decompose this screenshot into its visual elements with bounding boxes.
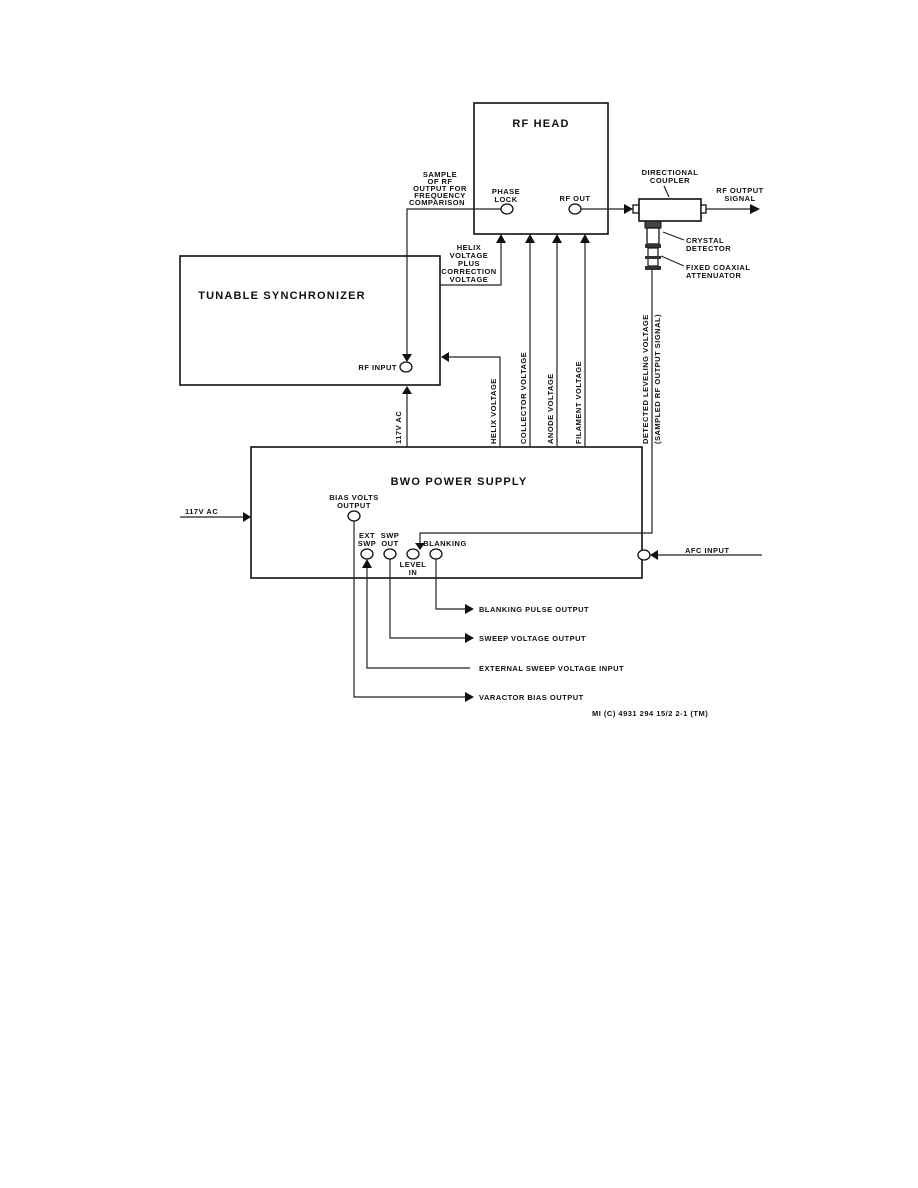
svg-text:COUPLER: COUPLER — [650, 176, 690, 185]
blanking-label: BLANKING — [423, 539, 467, 548]
svg-text:CRYSTAL: CRYSTAL — [686, 236, 724, 245]
rf-out-label: RF OUT — [560, 194, 591, 203]
svg-text:FILAMENT VOLTAGE: FILAMENT VOLTAGE — [574, 361, 583, 444]
rf-head-block: RF HEAD PHASE LOCK RF OUT — [473, 102, 609, 235]
svg-text:DIRECTIONAL: DIRECTIONAL — [642, 168, 699, 177]
svg-text:BLANKING PULSE OUTPUT: BLANKING PULSE OUTPUT — [479, 605, 589, 614]
vertical-labels: 117V AC HELIX VOLTAGE COLLECTOR VOLTAGE … — [394, 314, 662, 444]
helix-correction-path: HELIX VOLTAGE PLUS CORRECTION VOLTAGE — [440, 234, 506, 286]
svg-text:VOLTAGE: VOLTAGE — [450, 275, 489, 284]
blanking-port — [429, 548, 443, 560]
tunable-synchronizer-title: TUNABLE SYNCHRONIZER — [198, 290, 366, 302]
svg-text:PLUS: PLUS — [458, 259, 480, 268]
svg-text:VARACTOR BIAS OUTPUT: VARACTOR BIAS OUTPUT — [479, 693, 584, 702]
figure-id: MI (C) 4931 294 15/2 2-1 (TM) — [592, 709, 708, 718]
fixed-coaxial-attenuator: FIXED COAXIAL ATTENUATOR — [645, 244, 750, 447]
svg-text:117V AC: 117V AC — [394, 411, 403, 444]
level-in-arrow — [415, 543, 425, 550]
svg-text:ATTENUATOR: ATTENUATOR — [686, 271, 741, 280]
svg-text:COMPARISON: COMPARISON — [409, 198, 465, 207]
svg-text:AFC INPUT: AFC INPUT — [685, 546, 730, 555]
bias-volts-label-1: BIAS VOLTS — [329, 493, 378, 502]
output-lines: BLANKING PULSE OUTPUT SWEEP VOLTAGE OUTP… — [353, 521, 624, 702]
svg-text:HELIX VOLTAGE: HELIX VOLTAGE — [489, 378, 498, 444]
svg-text:RF OUTPUT: RF OUTPUT — [716, 186, 763, 195]
svg-text:EXTERNAL SWEEP VOLTAGE INPUT: EXTERNAL SWEEP VOLTAGE INPUT — [479, 664, 624, 673]
afc-input-path: AFC INPUT — [650, 546, 762, 560]
phase-lock-label-2: LOCK — [494, 195, 517, 204]
swp-out-label-1: SWP — [381, 531, 400, 540]
svg-text:SIGNAL: SIGNAL — [724, 194, 755, 203]
svg-text:VOLTAGE: VOLTAGE — [450, 251, 489, 260]
svg-text:DETECTED LEVELING VOLTAGE: DETECTED LEVELING VOLTAGE — [641, 314, 650, 444]
phase-lock-port — [500, 203, 514, 215]
level-in-label-2: IN — [409, 568, 418, 577]
crystal-detector: CRYSTAL DETECTOR — [644, 220, 731, 253]
rf-head-title: RF HEAD — [512, 118, 569, 130]
bwo-power-supply-title: BWO POWER SUPPLY — [391, 476, 528, 488]
afc-input-port — [637, 549, 651, 561]
ext-swp-label-2: SWP — [358, 539, 377, 548]
rf-input-label: RF INPUT — [358, 363, 397, 372]
svg-text:OUTPUT FOR: OUTPUT FOR — [413, 184, 467, 193]
sample-rf-path: SAMPLE OF RF OUTPUT FOR FREQUENCY COMPAR… — [402, 170, 501, 362]
svg-text:HELIX: HELIX — [457, 243, 482, 252]
svg-text:SWEEP VOLTAGE OUTPUT: SWEEP VOLTAGE OUTPUT — [479, 634, 586, 643]
bias-volts-label-2: OUTPUT — [337, 501, 371, 510]
level-in-port — [406, 548, 420, 560]
tunable-synchronizer-block: TUNABLE SYNCHRONIZER RF INPUT — [179, 255, 441, 386]
svg-text:117V AC: 117V AC — [185, 507, 218, 516]
ext-swp-port — [360, 548, 374, 560]
swp-out-label-2: OUT — [381, 539, 398, 548]
ac-input-path: 117V AC — [180, 507, 251, 522]
level-in-wire — [419, 447, 653, 548]
directional-coupler: DIRECTIONAL COUPLER RF OUTPUT SIGNAL — [581, 168, 763, 222]
svg-text:ANODE VOLTAGE: ANODE VOLTAGE — [546, 373, 555, 444]
svg-text:DETECTOR: DETECTOR — [686, 244, 731, 253]
bias-volts-output-port — [347, 510, 361, 522]
svg-text:SAMPLE: SAMPLE — [423, 170, 457, 179]
svg-text:OF RF: OF RF — [428, 177, 453, 186]
svg-text:CORRECTION: CORRECTION — [441, 267, 496, 276]
bwo-power-supply-block: BWO POWER SUPPLY BIAS VOLTS OUTPUT EXT S… — [250, 446, 653, 579]
level-in-label-1: LEVEL — [400, 560, 427, 569]
svg-text:FREQUENCY: FREQUENCY — [414, 191, 466, 200]
svg-text:FIXED COAXIAL: FIXED COAXIAL — [686, 263, 750, 272]
svg-text:(SAMPLED RF OUTPUT SIGNAL): (SAMPLED RF OUTPUT SIGNAL) — [653, 314, 662, 444]
phase-lock-label-1: PHASE — [492, 187, 520, 196]
ext-swp-label-1: EXT — [359, 531, 375, 540]
supply-lines — [402, 234, 590, 447]
rf-input-port — [399, 361, 413, 373]
svg-text:COLLECTOR VOLTAGE: COLLECTOR VOLTAGE — [519, 352, 528, 444]
swp-out-port — [383, 548, 397, 560]
rf-out-port — [568, 203, 582, 215]
